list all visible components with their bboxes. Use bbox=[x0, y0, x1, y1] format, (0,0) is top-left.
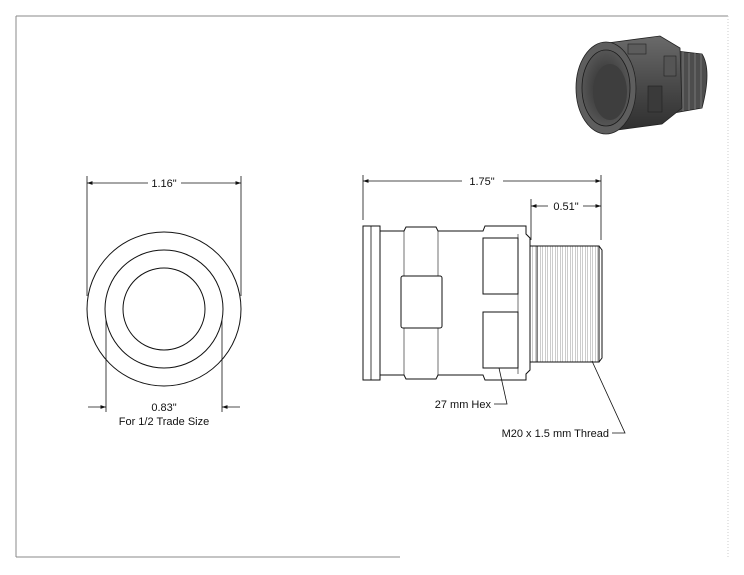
bore-dimension: 0.83" For 1/2 Trade Size bbox=[88, 320, 240, 428]
width-label: 1.16" bbox=[151, 178, 176, 190]
thread-length-label: 0.51" bbox=[553, 201, 578, 213]
end-flange bbox=[362, 225, 381, 381]
sheet-border bbox=[15, 15, 729, 558]
length-dimension: 1.75" bbox=[362, 175, 602, 240]
thread-length-dimension: 0.51" bbox=[530, 199, 601, 240]
body-window bbox=[400, 275, 443, 329]
side-view bbox=[362, 225, 603, 381]
bore-label: 0.83" bbox=[151, 402, 176, 414]
bore-circle bbox=[122, 267, 206, 351]
front-view: 1.16" 0.83" For 1/2 Trade Size bbox=[86, 176, 242, 428]
thread-callout: M20 x 1.5 mm Thread bbox=[502, 360, 626, 440]
conduit-fitting-3d-render bbox=[575, 35, 708, 135]
width-dimension: 1.16" bbox=[86, 176, 242, 296]
hex-label: 27 mm Hex bbox=[435, 399, 492, 411]
trade-size-label: For 1/2 Trade Size bbox=[119, 416, 210, 428]
thread-label: M20 x 1.5 mm Thread bbox=[502, 428, 609, 440]
hex-flat-upper bbox=[482, 237, 519, 295]
hex-flat-lower bbox=[482, 311, 519, 369]
length-label: 1.75" bbox=[469, 176, 494, 188]
hex-callout: 27 mm Hex bbox=[435, 367, 508, 411]
threaded-section bbox=[529, 245, 600, 363]
